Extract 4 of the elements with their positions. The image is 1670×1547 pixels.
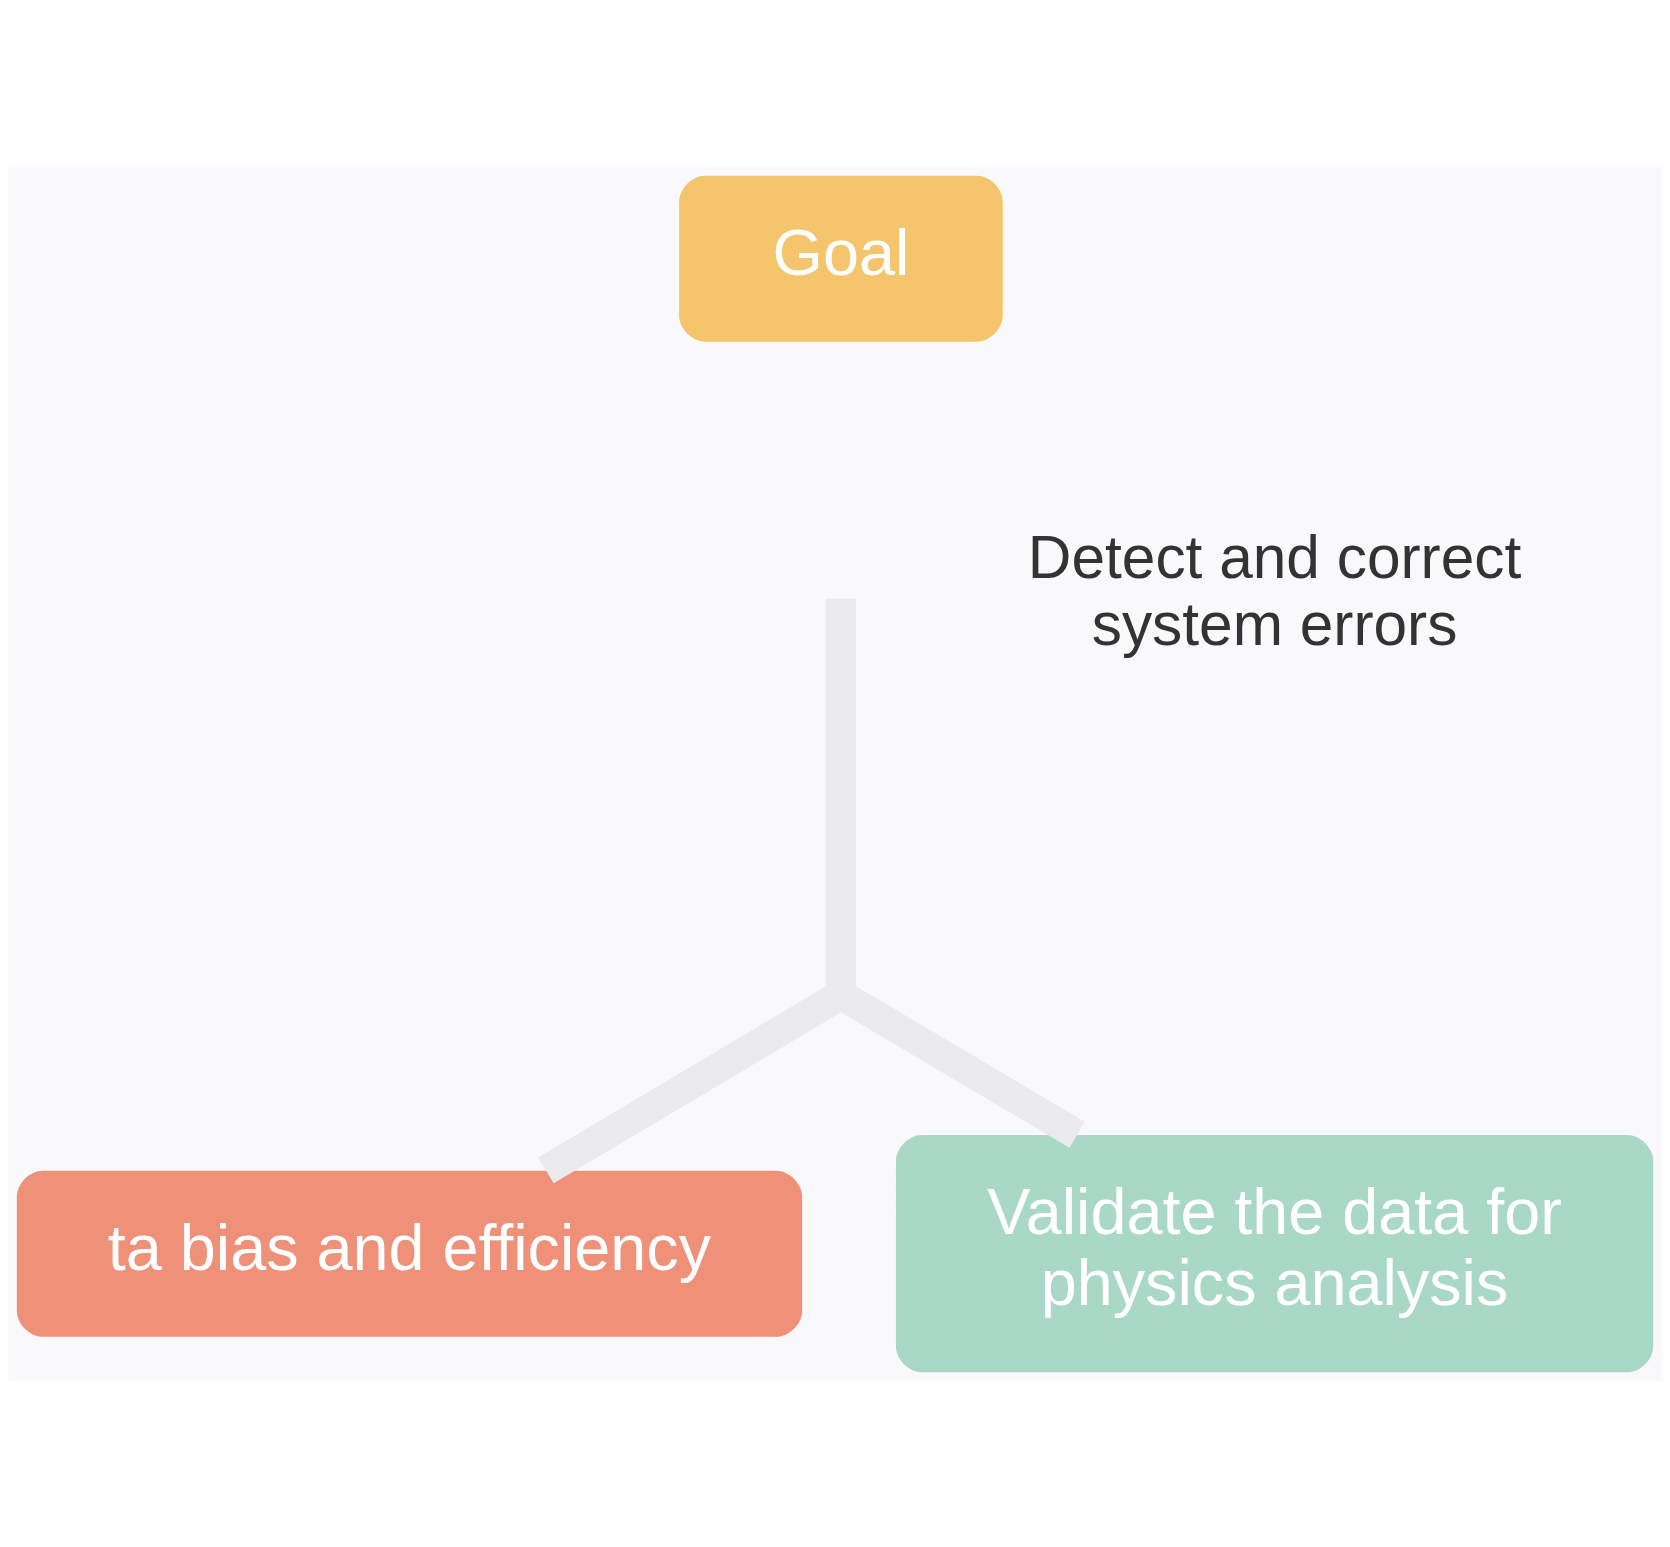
node-box: ta bias and efficiency bbox=[16, 1170, 803, 1337]
node-box: Goal bbox=[679, 175, 1003, 342]
label: Detect and correct system errors bbox=[1027, 522, 1522, 658]
node-box: Validate the data for physics analysis bbox=[895, 1134, 1654, 1372]
